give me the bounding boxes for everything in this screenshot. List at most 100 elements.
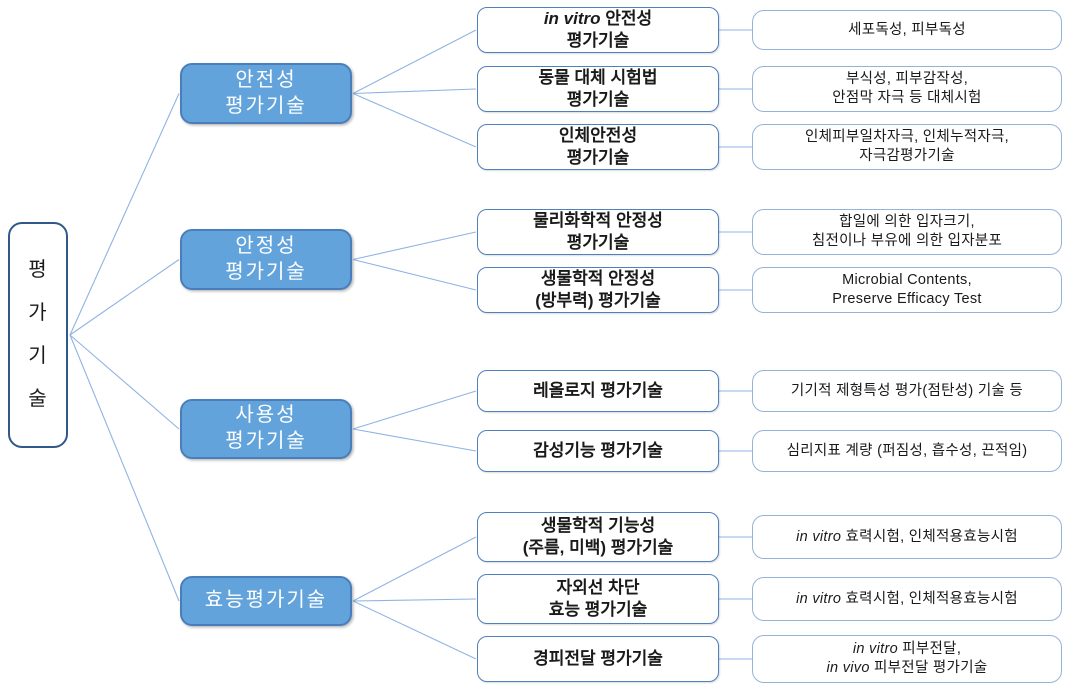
text-line: 평가기술	[567, 89, 630, 111]
text-segment: 평가기술	[566, 31, 630, 50]
text-line: 생물학적 안정성	[541, 268, 655, 290]
text-line: in vivo 피부전달 평가기술	[827, 659, 988, 678]
text-segment: in vitro	[852, 641, 903, 658]
text-line: 생물학적 기능성	[541, 515, 655, 537]
text-line: 평가기술	[567, 30, 630, 52]
connector-line	[352, 231, 477, 261]
text-line: 자외선 차단	[557, 577, 640, 599]
text-segment: 레올로지 평가기술	[533, 381, 663, 401]
group-label-line: 안정성	[235, 234, 297, 257]
text-segment: 물리화학적 안정성	[533, 211, 663, 231]
desc-node: 부식성, 피부감작성, 안점막 자극 등 대체시험	[752, 66, 1062, 112]
connector-line	[352, 600, 477, 660]
desc-node: in vitro 피부전달,in vivo 피부전달 평가기술	[752, 635, 1062, 683]
text-line: 자극감평가기술	[859, 147, 954, 166]
text-segment: 생물학적 기능성	[540, 516, 656, 536]
text-line: 레올로지 평가기술	[533, 380, 663, 402]
root-label-char: 기	[28, 345, 48, 367]
text-segment: 세포독성, 피부독성	[848, 21, 966, 38]
text-line: 기기적 제형특성 평가(점탄성) 기술 등	[791, 382, 1023, 401]
tech-node: 감성기능 평가기술	[477, 430, 719, 472]
text-segment: in vitro	[796, 590, 846, 607]
text-line: in vitro 안전성	[544, 8, 652, 30]
desc-node: 기기적 제형특성 평가(점탄성) 기술 등	[752, 370, 1062, 412]
connector-line	[69, 334, 180, 602]
text-line: 안점막 자극 등 대체시험	[832, 89, 981, 108]
text-segment: (주름, 미백) 평가기술	[522, 538, 674, 557]
text-line: in vitro 효력시험, 인체적용효능시험	[796, 590, 1018, 609]
text-segment: 효력시험, 인체적용효능시험	[845, 590, 1018, 607]
connector-line	[352, 88, 477, 95]
text-line: 효능 평가기술	[549, 599, 648, 621]
tech-node: 생물학적 안정성(방부력) 평가기술	[477, 267, 719, 313]
text-segment: in vitro	[543, 9, 606, 29]
text-line: Preserve Efficacy Test	[832, 290, 982, 309]
group-label-line: 효능평가기술	[204, 589, 328, 612]
group-label-line: 평가기술	[225, 94, 307, 117]
group-node-3: 효능평가기술	[180, 576, 352, 626]
text-segment: 부식성, 피부감작성,	[845, 71, 969, 88]
text-line: 평가기술	[567, 147, 630, 169]
text-line: 합일에 의한 입자크기,	[839, 213, 975, 232]
tech-node: 경피전달 평가기술	[477, 636, 719, 682]
text-segment: 합일에 의한 입자크기,	[839, 214, 975, 231]
connector-line	[352, 598, 477, 602]
desc-node: in vitro 효력시험, 인체적용효능시험	[752, 577, 1062, 621]
text-segment: 인체피부일차자극, 인체누적자극,	[805, 129, 1009, 146]
text-segment: 기기적 제형특성 평가(점탄성) 기술 등	[790, 382, 1024, 399]
text-line: 인체안전성	[559, 125, 637, 147]
desc-node: in vitro 효력시험, 인체적용효능시험	[752, 515, 1062, 559]
group-label-line: 사용성	[235, 404, 297, 427]
text-segment: Microbial Contents,	[842, 272, 972, 289]
text-line: Microbial Contents,	[842, 271, 972, 290]
text-segment: 인체안전성	[558, 126, 638, 146]
text-line: in vitro 효력시험, 인체적용효능시험	[796, 528, 1018, 547]
connector-line	[352, 258, 477, 291]
desc-node: 합일에 의한 입자크기,침전이나 부유에 의한 입자분포	[752, 209, 1062, 255]
connector-line	[352, 428, 477, 452]
root-label-char: 평	[28, 259, 48, 281]
tech-node: 레올로지 평가기술	[477, 370, 719, 412]
text-line: 경피전달 평가기술	[533, 648, 663, 670]
text-segment: 피부전달,	[902, 641, 962, 658]
text-segment: 평가기술	[566, 90, 630, 109]
text-segment: 평가기술	[566, 148, 630, 167]
root-label-char: 술	[28, 388, 48, 410]
text-segment: 심리지표 계량 (퍼짐성, 흡수성, 끈적임)	[786, 442, 1028, 459]
text-segment: in vivo	[826, 660, 875, 676]
group-label-line: 안전성	[235, 68, 297, 91]
connector-line	[352, 390, 477, 430]
text-segment: 효능 평가기술	[548, 600, 648, 619]
text-line: 동물 대체 시험법	[539, 67, 658, 89]
connector-line	[352, 536, 477, 602]
text-segment: 피부전달 평가기술	[874, 660, 988, 676]
text-line: 평가기술	[567, 232, 630, 254]
connector-line	[69, 259, 180, 336]
text-line: in vitro 피부전달,	[853, 640, 961, 659]
text-line: 침전이나 부유에 의한 입자분포	[812, 232, 1002, 251]
text-segment: 자외선 차단	[556, 578, 640, 598]
text-line: 세포독성, 피부독성	[848, 21, 966, 40]
desc-node: Microbial Contents, Preserve Efficacy Tes…	[752, 267, 1062, 313]
connector-line	[352, 29, 477, 94]
text-line: (방부력) 평가기술	[535, 290, 661, 312]
text-segment: 안점막 자극 등 대체시험	[832, 90, 982, 106]
connector-line	[352, 92, 477, 148]
text-line: (주름, 미백) 평가기술	[523, 537, 674, 559]
text-line: 물리화학적 안정성	[533, 210, 663, 232]
text-segment: Preserve Efficacy Test	[832, 291, 982, 307]
text-segment: 평가기술	[566, 233, 630, 252]
desc-node: 심리지표 계량 (퍼짐성, 흡수성, 끈적임)	[752, 430, 1062, 472]
text-segment: 경피전달 평가기술	[533, 649, 663, 669]
text-segment: 효력시험, 인체적용효능시험	[845, 528, 1018, 545]
connector-line	[69, 334, 180, 430]
